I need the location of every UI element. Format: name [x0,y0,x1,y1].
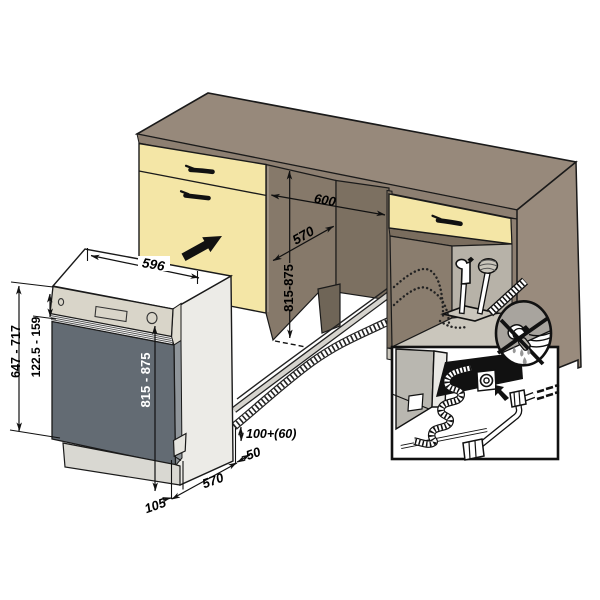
svg-text:815 - 875: 815 - 875 [138,353,153,408]
svg-text:570: 570 [200,470,226,492]
svg-text:600: 600 [313,191,338,210]
svg-text:100+(60): 100+(60) [246,427,296,441]
svg-text:647 - 717: 647 - 717 [9,325,23,378]
svg-text:50: 50 [244,444,263,463]
svg-text:815-875: 815-875 [281,264,296,312]
svg-text:596: 596 [141,255,166,274]
svg-text:122.5 - 159: 122.5 - 159 [29,316,43,377]
